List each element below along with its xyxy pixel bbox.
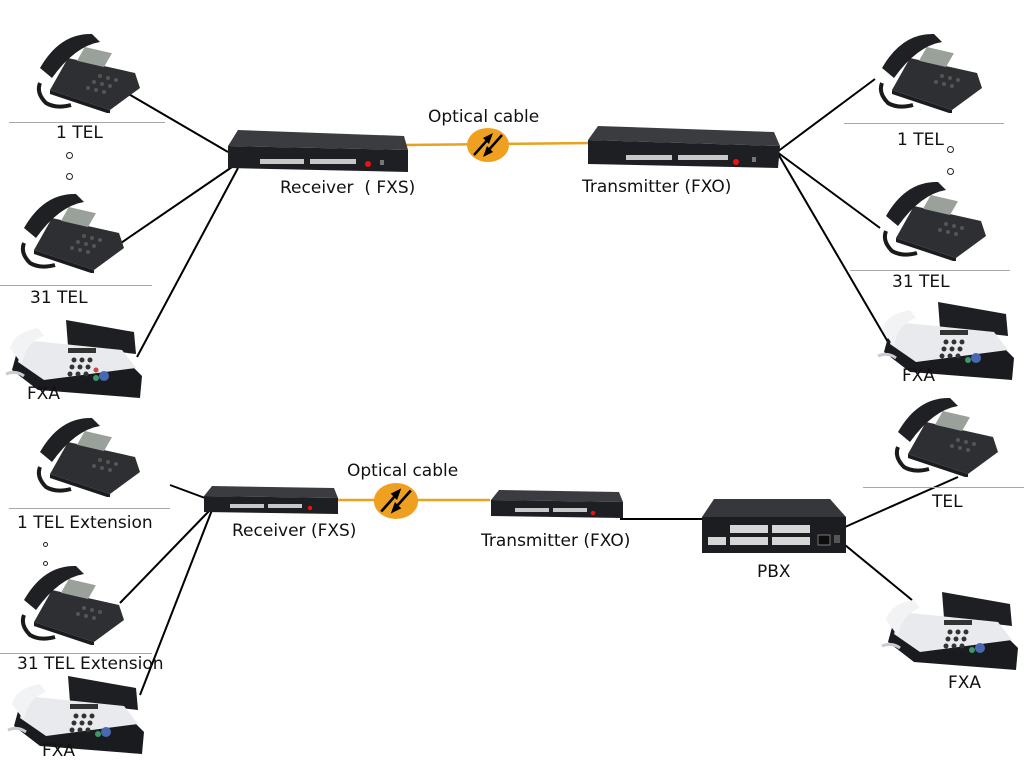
separator-line bbox=[9, 122, 165, 123]
label-bottom-optical-cable: Optical cable bbox=[347, 461, 459, 481]
label-bottom-right-fax: FXA bbox=[948, 673, 982, 693]
fax-machine-icon bbox=[881, 592, 1018, 670]
desk-phone-icon bbox=[882, 181, 986, 261]
transmitter-fxo-device bbox=[491, 490, 623, 518]
label-top-optical-cable: Optical cable bbox=[428, 107, 540, 127]
label-top-left-1tel: 1 TEL bbox=[56, 123, 103, 143]
label-top-right-fax: FXA bbox=[902, 366, 936, 386]
transmitter-fxo-device bbox=[588, 126, 780, 168]
wire-top-left-31tel bbox=[117, 166, 233, 246]
wire-top-right-fax bbox=[776, 151, 889, 343]
separator-line bbox=[850, 270, 1010, 271]
separator-line bbox=[0, 653, 152, 654]
fiber-link-icon bbox=[467, 128, 509, 162]
fiber-link-icon bbox=[373, 483, 419, 519]
wire-top-right-31tel bbox=[776, 151, 881, 229]
separator-line bbox=[863, 487, 1024, 488]
ellipsis-dot bbox=[43, 542, 48, 547]
label-bottom-right-tel: TEL bbox=[932, 492, 963, 512]
desk-phone-icon bbox=[36, 33, 140, 113]
wire-bottom-left-1tel bbox=[169, 484, 206, 499]
receiver-fxs-device bbox=[228, 130, 408, 172]
pbx-device bbox=[702, 499, 846, 553]
fax-machine-icon bbox=[7, 676, 144, 754]
separator-line bbox=[0, 285, 152, 286]
desk-phone-icon bbox=[20, 565, 124, 645]
desk-phone-icon bbox=[894, 397, 998, 477]
label-top-right-31tel: 31 TEL bbox=[892, 272, 950, 292]
wire-top-left-fax bbox=[136, 167, 239, 358]
label-top-left-fax: FXA bbox=[27, 384, 61, 404]
label-bottom-left-31tel-extension: 31 TEL Extension bbox=[17, 654, 164, 674]
separator-line bbox=[844, 123, 1004, 124]
wire-top-right-1tel bbox=[776, 78, 876, 153]
label-top-receiver: Receiver ( FXS) bbox=[280, 178, 416, 198]
wire-bottom-left-31tel bbox=[119, 509, 211, 604]
label-top-transmitter: Transmitter (FXO) bbox=[582, 177, 732, 197]
desk-phone-icon bbox=[878, 33, 982, 113]
label-bottom-left-1tel-extension: 1 TEL Extension bbox=[17, 513, 153, 533]
receiver-fxs-device bbox=[204, 486, 338, 514]
fax-machine-icon bbox=[877, 302, 1014, 380]
wire-pbx-tel bbox=[844, 476, 959, 528]
wire-bottom-left-fax bbox=[139, 509, 213, 696]
label-top-right-1tel: 1 TEL bbox=[897, 130, 944, 150]
ellipsis-dot bbox=[43, 561, 48, 566]
label-bottom-left-fax: FXA bbox=[42, 741, 76, 761]
label-pbx: PBX bbox=[757, 562, 791, 582]
ellipsis-dot bbox=[66, 152, 73, 159]
desk-phone-icon bbox=[20, 193, 124, 273]
ellipsis-dot bbox=[947, 168, 954, 175]
label-bottom-transmitter: Transmitter (FXO) bbox=[481, 531, 631, 551]
label-top-left-31tel: 31 TEL bbox=[30, 288, 88, 308]
desk-phone-icon bbox=[36, 417, 140, 497]
ellipsis-dot bbox=[947, 146, 954, 153]
wire-pbx-fax bbox=[844, 544, 913, 601]
wire-top-left-1tel bbox=[119, 88, 229, 153]
separator-line bbox=[9, 508, 170, 509]
ellipsis-dot bbox=[66, 173, 73, 180]
fax-machine-icon bbox=[5, 320, 142, 398]
label-bottom-receiver: Receiver (FXS) bbox=[232, 521, 357, 541]
